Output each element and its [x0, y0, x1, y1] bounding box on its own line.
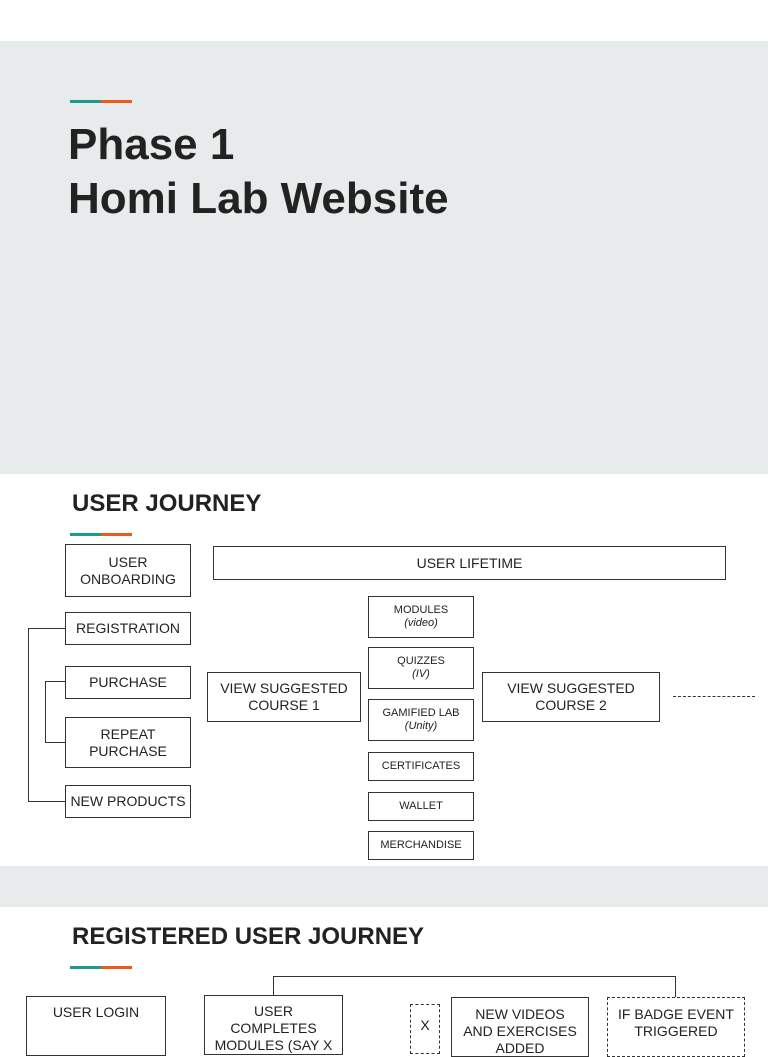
modules-box: MODULES(video): [368, 596, 474, 638]
quizzes-label: QUIZZES: [397, 655, 445, 667]
merchandise-box: MERCHANDISE: [368, 831, 474, 860]
x-label: X: [420, 1017, 430, 1033]
title-band: [0, 41, 768, 474]
connector: [675, 976, 676, 998]
gamified-lab-box: GAMIFIED LAB(Unity): [368, 699, 474, 741]
badge-event-label: IF BADGE EVENT TRIGGERED: [618, 1006, 734, 1039]
accent-bar: [70, 100, 132, 103]
quizzes-box: QUIZZES(IV): [368, 647, 474, 689]
user-onboarding-box: USER ONBOARDING: [65, 544, 191, 597]
page-title-site: Homi Lab Website: [68, 174, 449, 223]
page-title-phase: Phase 1: [68, 120, 235, 169]
accent-bar: [70, 533, 132, 536]
connector: [45, 681, 46, 742]
user-completes-label: USER COMPLETES MODULES (SAY X: [214, 1003, 333, 1053]
quizzes-sub: (IV): [412, 668, 430, 680]
connector: [28, 628, 29, 802]
gamified-lab-sub: (Unity): [404, 720, 438, 732]
user-login-label: USER LOGIN: [52, 1004, 140, 1020]
small-x-box: X: [410, 1004, 440, 1054]
accent-bar: [70, 966, 132, 969]
connector: [273, 976, 274, 996]
connector: [28, 801, 65, 802]
registration-box: REGISTRATION: [65, 612, 191, 645]
modules-label: MODULES: [393, 604, 449, 616]
new-videos-label: NEW VIDEOS AND EXERCISES ADDED: [463, 1006, 577, 1056]
new-products-box: NEW PRODUCTS: [65, 785, 191, 818]
new-videos-box: NEW VIDEOS AND EXERCISES ADDED: [451, 997, 589, 1057]
user-login-box: USER LOGIN: [26, 996, 166, 1056]
connector: [28, 628, 65, 629]
badge-event-box: IF BADGE EVENT TRIGGERED: [607, 997, 745, 1057]
connector: [45, 742, 65, 743]
purchase-box: PURCHASE: [65, 666, 191, 699]
modules-sub: (video): [404, 617, 438, 629]
gamified-lab-label: GAMIFIED LAB: [382, 707, 460, 719]
user-completes-box: USER COMPLETES MODULES (SAY X: [204, 995, 343, 1055]
separator-band: [0, 866, 768, 907]
connector: [45, 681, 65, 682]
view-course-1-box: VIEW SUGGESTED COURSE 1: [207, 672, 361, 722]
wallet-box: WALLET: [368, 792, 474, 821]
connector: [273, 976, 676, 977]
repeat-purchase-box: REPEAT PURCHASE: [65, 717, 191, 768]
certificates-box: CERTIFICATES: [368, 752, 474, 781]
user-lifetime-box: USER LIFETIME: [213, 546, 726, 580]
view-course-2-box: VIEW SUGGESTED COURSE 2: [482, 672, 660, 722]
dashed-connector: [673, 696, 755, 697]
user-journey-heading: USER JOURNEY: [72, 490, 262, 517]
registered-journey-heading: REGISTERED USER JOURNEY: [72, 923, 425, 950]
